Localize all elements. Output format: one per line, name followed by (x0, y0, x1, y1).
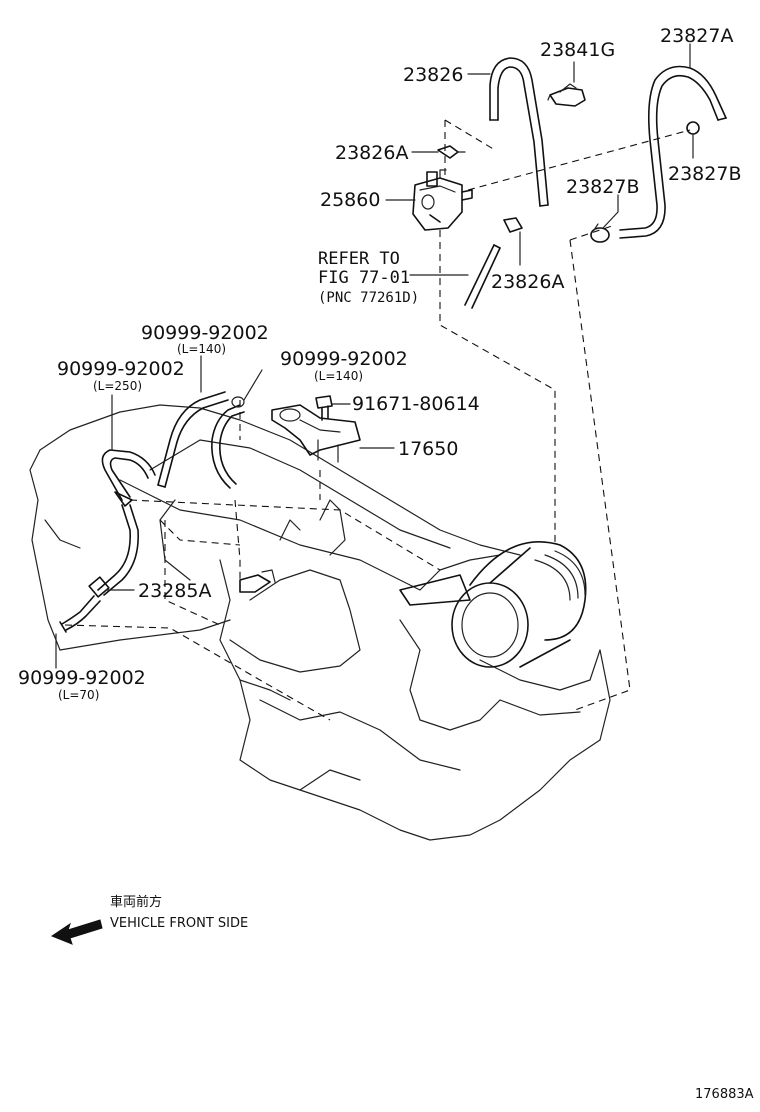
hose-90999-a (157, 391, 229, 488)
direction-english: VEHICLE FRONT SIDE (110, 916, 248, 931)
label-25860: 25860 (320, 189, 380, 211)
clip-23827B (590, 223, 610, 243)
hose-23827A (619, 65, 727, 239)
leader-lines (55, 43, 694, 669)
hose-refer (464, 244, 501, 309)
label-23827A: 23827A (660, 25, 733, 47)
label-91671: 91671-80614 (352, 393, 480, 415)
intake-port (239, 569, 276, 593)
arrow-left-icon (50, 919, 103, 945)
label-23826A-mid: 23826A (491, 271, 564, 293)
label-hose-c-pn: 90999-92002 (280, 348, 408, 370)
label-23827B-mid: 23827B (566, 176, 639, 198)
clip-23841G (547, 83, 586, 107)
clamp-23826A-mid (503, 217, 523, 233)
hose-lower (59, 504, 139, 633)
label-hose-a-pn: 90999-92002 (141, 322, 269, 344)
label-hose-b-pn: 90999-92002 (57, 358, 185, 380)
hose-23826 (489, 57, 549, 207)
sensor-17650 (271, 404, 361, 463)
label-hose-a-len: (L=140) (177, 342, 226, 356)
label-23826: 23826 (403, 64, 463, 86)
label-23841G: 23841G (540, 39, 615, 61)
direction-japanese: 車両前方 (110, 894, 162, 910)
refer-line-1: REFER TO (318, 249, 400, 269)
label-hose-d-pn: 90999-92002 (18, 667, 146, 689)
refer-line-3: (PNC 77261D) (318, 290, 419, 306)
label-hose-b-len: (L=250) (93, 379, 142, 393)
clamp-23826A-top (437, 145, 466, 159)
figure-code: 176883A (695, 1087, 754, 1102)
label-hose-d-len: (L=70) (58, 688, 99, 702)
dashed-connections (64, 119, 691, 721)
valve-25860 (412, 169, 473, 231)
engine-block (29, 404, 611, 841)
bolt-91671 (315, 395, 333, 421)
hose-90999-b (101, 449, 156, 507)
label-hose-c-len: (L=140) (314, 369, 363, 383)
label-23826A-top: 23826A (335, 142, 408, 164)
label-23827B-right: 23827B (668, 163, 741, 185)
label-23285A: 23285A (138, 580, 211, 602)
label-17650: 17650 (398, 438, 458, 460)
refer-line-2: FIG 77-01 (318, 268, 410, 288)
intake-pipe (399, 541, 587, 668)
hose-90999-c (211, 396, 245, 489)
